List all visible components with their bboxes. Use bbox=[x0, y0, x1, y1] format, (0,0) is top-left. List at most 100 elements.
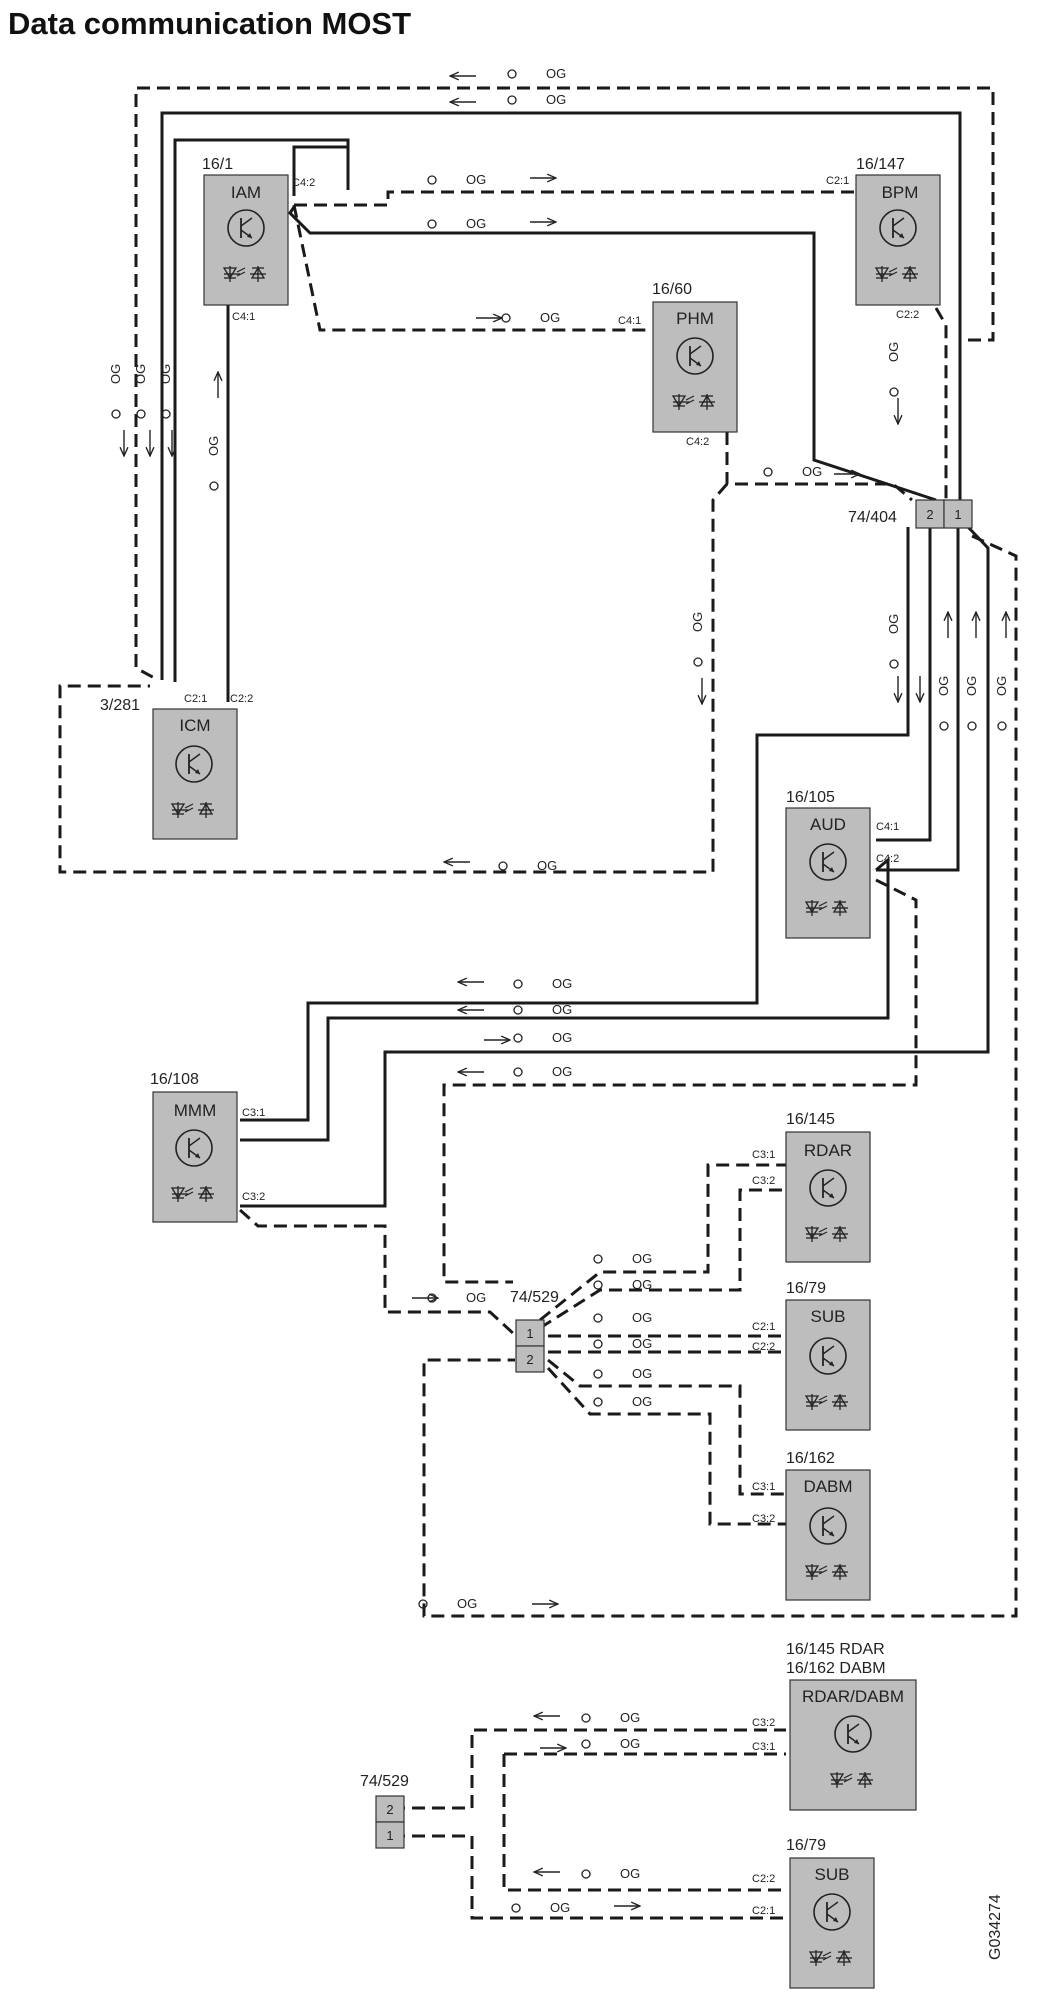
pin-label: C4:1 bbox=[618, 315, 641, 327]
connector-74-404: 74/404 2 1 bbox=[848, 499, 973, 529]
wire-terminal-icon bbox=[513, 979, 523, 989]
wire-color-label: OG bbox=[546, 92, 566, 107]
wire-terminal-icon bbox=[889, 387, 899, 397]
wire-terminal-icon bbox=[939, 721, 949, 731]
connector-pin: 1 bbox=[526, 1326, 533, 1341]
wire-terminal-icon bbox=[581, 1869, 591, 1879]
module-ref: 16/79 bbox=[786, 1837, 826, 1854]
wire-terminal-icon bbox=[418, 1599, 428, 1609]
wire-terminal-icon bbox=[501, 313, 511, 323]
pin-label: C2:1 bbox=[184, 693, 207, 705]
wire-color-label: OG bbox=[466, 172, 486, 187]
wire-color-label: OG bbox=[632, 1310, 652, 1325]
wire-dashed bbox=[392, 1834, 786, 1920]
wire-terminal-icon bbox=[593, 1397, 603, 1407]
module-ref: 16/145 bbox=[786, 1111, 835, 1128]
pin-label: C2:1 bbox=[752, 1321, 775, 1333]
wire-dashed bbox=[539, 1163, 786, 1322]
wire-terminal-icon bbox=[997, 721, 1007, 731]
wire-solid bbox=[240, 527, 910, 1122]
module-mmm: 16/108 MMM C3:1 C3:2 bbox=[150, 1071, 265, 1223]
module-name: ICM bbox=[179, 716, 210, 735]
wire-terminal-icon bbox=[209, 481, 219, 491]
wire-terminal-icon bbox=[507, 69, 517, 79]
wire-terminal-icon bbox=[136, 409, 146, 419]
pin-label: C3:1 bbox=[752, 1741, 775, 1753]
connector-ref: 74/529 bbox=[510, 1289, 559, 1306]
connector-pin: 1 bbox=[386, 1828, 393, 1843]
wire-dashed bbox=[502, 1754, 786, 1892]
module-ref: 16/60 bbox=[652, 281, 692, 298]
wire-terminal-icon bbox=[693, 657, 703, 667]
wire-dashed bbox=[547, 1358, 786, 1496]
wire-terminal-icon bbox=[581, 1713, 591, 1723]
wire-dashed bbox=[392, 1728, 786, 1810]
module-iam: 16/1 IAM C4:2 C4:1 bbox=[202, 156, 315, 323]
module-name: PHM bbox=[676, 309, 714, 328]
wire-color-label: OG bbox=[552, 1002, 572, 1017]
pin-label: C3:2 bbox=[752, 1717, 775, 1729]
wire-color-label: OG bbox=[632, 1394, 652, 1409]
wire-terminal-icon bbox=[513, 1067, 523, 1077]
wire-color-label: OG bbox=[552, 1064, 572, 1079]
wire-terminal-icon bbox=[498, 861, 508, 871]
wire-color-label: OG bbox=[466, 1290, 486, 1305]
wire-terminal-icon bbox=[593, 1313, 603, 1323]
wire-dashed bbox=[58, 483, 729, 874]
pin-label: C3:2 bbox=[752, 1513, 775, 1525]
wire-color-label: OG bbox=[550, 1900, 570, 1915]
wire-terminal-icon bbox=[593, 1369, 603, 1379]
module-rdar: 16/145 RDAR C3:1 C3:2 bbox=[752, 1111, 871, 1263]
connector-74-529: 74/529 1 2 bbox=[510, 1289, 559, 1373]
wire-terminal-icon bbox=[593, 1280, 603, 1290]
wire-color-label: OG bbox=[994, 676, 1009, 696]
module-ref: 16/1 bbox=[202, 156, 233, 173]
module-name: DABM bbox=[803, 1477, 852, 1496]
module-rdar-dabm: 16/145 RDAR 16/162 DABM RDAR/DABM C3:2 C… bbox=[752, 1641, 917, 1811]
wire-solid bbox=[876, 527, 960, 872]
wire-color-label: OG bbox=[546, 66, 566, 81]
pin-label: C3:1 bbox=[752, 1481, 775, 1493]
wire-color-label: OG bbox=[552, 976, 572, 991]
pin-label: C4:1 bbox=[232, 311, 255, 323]
wire-terminal-icon bbox=[889, 659, 899, 669]
module-ref: 16/145 RDAR bbox=[786, 1641, 885, 1658]
pin-label: C4:2 bbox=[876, 853, 899, 865]
wire-color-label: OG bbox=[133, 364, 148, 384]
module-name: IAM bbox=[231, 183, 261, 202]
wire-dashed bbox=[239, 1208, 517, 1337]
wire-dashed bbox=[539, 1188, 786, 1330]
wire-solid bbox=[288, 206, 937, 502]
connector-74-529-b: 74/529 2 1 bbox=[360, 1773, 409, 1849]
module-name: RDAR bbox=[804, 1141, 852, 1160]
pin-label: C2:2 bbox=[752, 1341, 775, 1353]
pin-label: C2:2 bbox=[896, 309, 919, 321]
wire-terminal-icon bbox=[513, 1005, 523, 1015]
pin-label: C3:1 bbox=[242, 1107, 265, 1119]
wire-color-label: OG bbox=[108, 364, 123, 384]
pin-label: C2:1 bbox=[752, 1905, 775, 1917]
wire-solid bbox=[240, 525, 990, 1208]
module-ref: 16/147 bbox=[856, 156, 905, 173]
pin-label: C2:1 bbox=[826, 175, 849, 187]
wire-terminal-icon bbox=[511, 1903, 521, 1913]
wire-color-label: OG bbox=[632, 1277, 652, 1292]
module-icm: 3/281 ICM C2:1 C2:2 bbox=[100, 693, 253, 840]
wire-color-label: OG bbox=[632, 1336, 652, 1351]
wire-dashed bbox=[546, 1366, 786, 1526]
module-name: BPM bbox=[882, 183, 919, 202]
wire-color-label: OG bbox=[886, 614, 901, 634]
og-labels: OG OG OG OG OG OG OG OG OG OG OG OG OG O… bbox=[108, 66, 1009, 1915]
wire-terminal-icon bbox=[161, 409, 171, 419]
module-aud: 16/105 AUD C4:1 C4:2 bbox=[785, 789, 899, 939]
module-sub-2: 16/79 SUB C2:2 C2:1 bbox=[752, 1837, 875, 1989]
wire-color-label: OG bbox=[632, 1366, 652, 1381]
pin-label: C4:1 bbox=[876, 821, 899, 833]
connector-ref: 74/529 bbox=[360, 1773, 409, 1790]
wire-dashed bbox=[134, 86, 995, 682]
wire-terminal-icon bbox=[593, 1339, 603, 1349]
wire-color-label: OG bbox=[206, 436, 221, 456]
page-title: Data communication MOST bbox=[8, 6, 412, 41]
wire-dashed bbox=[442, 878, 918, 1284]
wire-color-label: OG bbox=[632, 1251, 652, 1266]
